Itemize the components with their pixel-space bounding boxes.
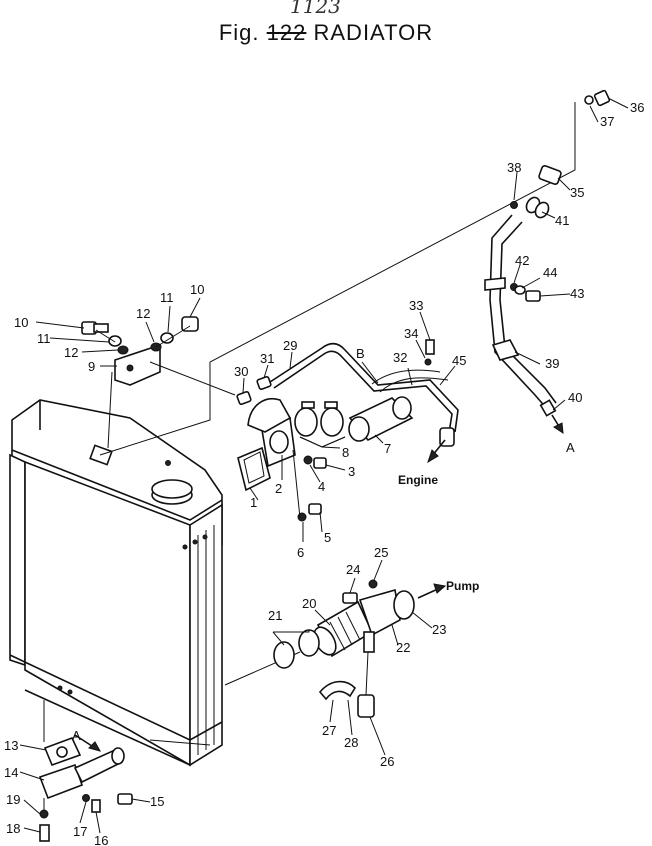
lower-outlet-parts — [273, 579, 415, 718]
callout-14: 14 — [4, 765, 18, 780]
callout-30: 30 — [234, 364, 248, 379]
struck-figure-number: 122 — [266, 20, 307, 45]
callout-33: 33 — [409, 298, 423, 313]
callout-6: 6 — [297, 545, 304, 560]
callout-13: 13 — [4, 738, 18, 753]
callout-18: 18 — [6, 821, 20, 836]
callout-43: 43 — [570, 286, 584, 301]
callout-25: 25 — [374, 545, 388, 560]
arrow-a-label-upper: A — [566, 440, 575, 455]
callout-34: 34 — [404, 326, 418, 341]
callout-2: 2 — [275, 481, 282, 496]
callout-4: 4 — [318, 479, 325, 494]
callout-12a: 12 — [136, 306, 150, 321]
callout-20: 20 — [302, 596, 316, 611]
callout-42: 42 — [515, 253, 529, 268]
callout-36: 36 — [630, 100, 644, 115]
callout-24: 24 — [346, 562, 360, 577]
callout-37: 37 — [600, 114, 614, 129]
callout-45: 45 — [452, 353, 466, 368]
overflow-hose-39 — [484, 89, 611, 417]
callout-19: 19 — [6, 792, 20, 807]
callout-8: 8 — [342, 445, 349, 460]
callout-10b: 10 — [14, 315, 28, 330]
callout-44: 44 — [543, 265, 557, 280]
top-bracket-parts — [81, 316, 236, 449]
figure-name: RADIATOR — [313, 20, 434, 45]
upper-outlet-parts — [237, 396, 414, 522]
callout-10a: 10 — [190, 282, 204, 297]
leader-lines — [19, 97, 629, 834]
callout-7: 7 — [384, 441, 391, 456]
callout-26: 26 — [380, 754, 394, 769]
callout-9: 9 — [88, 359, 95, 374]
radiator-core — [9, 399, 223, 767]
callout-39: 39 — [545, 356, 559, 371]
callout-27: 27 — [322, 723, 336, 738]
text-annotations: Engine Pump A A B — [72, 346, 575, 743]
callout-28: 28 — [344, 735, 358, 750]
callout-31: 31 — [260, 351, 274, 366]
figure-prefix: Fig. — [218, 20, 260, 45]
engine-label: Engine — [398, 473, 438, 487]
callout-17: 17 — [73, 824, 87, 839]
callout-16: 16 — [94, 833, 108, 846]
callout-35: 35 — [570, 185, 584, 200]
callout-15: 15 — [150, 794, 164, 809]
callout-32: 32 — [393, 350, 407, 365]
drain-parts — [38, 700, 133, 842]
flow-arrows — [74, 414, 564, 752]
callout-41: 41 — [555, 213, 569, 228]
callout-29: 29 — [283, 338, 297, 353]
callout-21: 21 — [268, 608, 282, 623]
callout-11a: 11 — [160, 290, 174, 305]
callout-3: 3 — [348, 464, 355, 479]
figure-title: Fig. 122 RADIATOR — [0, 20, 652, 46]
callout-1: 1 — [250, 495, 257, 510]
callout-numbers: 1 2 3 4 5 6 7 8 9 10 10 11 11 12 12 13 1… — [4, 100, 644, 846]
callout-38: 38 — [507, 160, 521, 175]
callout-40: 40 — [568, 390, 582, 405]
callout-11b: 11 — [37, 331, 51, 346]
callout-5: 5 — [324, 530, 331, 545]
callout-23: 23 — [432, 622, 446, 637]
handwritten-page-note: 1123 — [290, 0, 341, 18]
arrow-a-label-lower: A — [72, 728, 81, 743]
callout-12b: 12 — [64, 345, 78, 360]
pump-label: Pump — [446, 579, 479, 593]
callout-22: 22 — [396, 640, 410, 655]
arrow-b-label: B — [356, 346, 365, 361]
